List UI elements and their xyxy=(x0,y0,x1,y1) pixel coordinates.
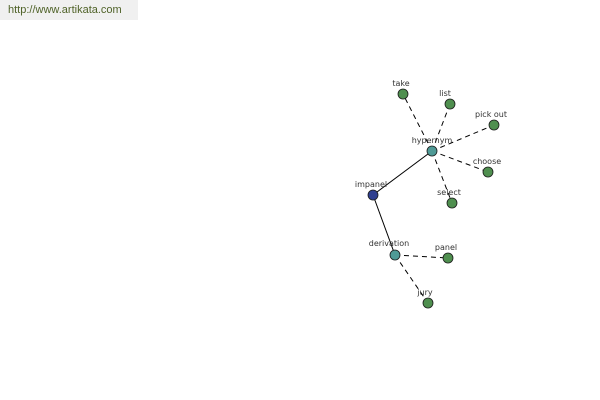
edge-hypernym-select xyxy=(431,150,453,204)
node-label-take: take xyxy=(392,79,409,88)
edge-hypernym-take xyxy=(402,93,433,152)
edge-impanel-hypernym xyxy=(372,150,433,196)
node-hypernym[interactable]: hypernym xyxy=(412,136,453,157)
node-label-jury: jury xyxy=(416,288,433,297)
node-list[interactable]: list xyxy=(439,89,456,110)
node-circle-pick-out[interactable] xyxy=(488,119,500,131)
node-label-impanel: impanel xyxy=(355,180,387,189)
node-choose[interactable]: choose xyxy=(473,157,501,178)
node-label-list: list xyxy=(439,89,451,98)
node-circle-take[interactable] xyxy=(397,88,409,100)
node-circle-select[interactable] xyxy=(446,197,458,209)
edge-hypernym-pick-out xyxy=(431,124,495,152)
node-pick-out[interactable]: pick out xyxy=(475,110,507,131)
node-circle-jury[interactable] xyxy=(422,297,434,309)
edge-hypernym-choose xyxy=(431,150,489,173)
node-panel[interactable]: panel xyxy=(435,243,457,264)
node-circle-derivation[interactable] xyxy=(389,249,401,261)
node-impanel[interactable]: impanel xyxy=(355,180,387,201)
node-label-select: select xyxy=(437,188,461,197)
node-circle-list[interactable] xyxy=(444,98,456,110)
node-circle-panel[interactable] xyxy=(442,252,454,264)
node-label-panel: panel xyxy=(435,243,457,252)
nodes-layer: impanel hypernym derivation take list pick ou… xyxy=(355,79,507,309)
edge-derivation-jury xyxy=(394,254,429,304)
edges-layer xyxy=(372,93,495,304)
node-label-choose: choose xyxy=(473,157,501,166)
node-derivation[interactable]: derivation xyxy=(369,239,409,261)
node-circle-choose[interactable] xyxy=(482,166,494,178)
node-label-hypernym: hypernym xyxy=(412,136,453,145)
site-url-link[interactable]: http://www.artikata.com xyxy=(0,0,138,20)
edge-derivation-panel xyxy=(394,254,449,259)
node-select[interactable]: select xyxy=(437,188,461,209)
edge-impanel-derivation xyxy=(372,194,396,256)
node-label-pick-out: pick out xyxy=(475,110,507,119)
node-jury[interactable]: jury xyxy=(416,288,434,309)
node-circle-impanel[interactable] xyxy=(367,189,379,201)
node-label-derivation: derivation xyxy=(369,239,409,248)
node-circle-hypernym[interactable] xyxy=(426,145,438,157)
node-take[interactable]: take xyxy=(392,79,410,100)
